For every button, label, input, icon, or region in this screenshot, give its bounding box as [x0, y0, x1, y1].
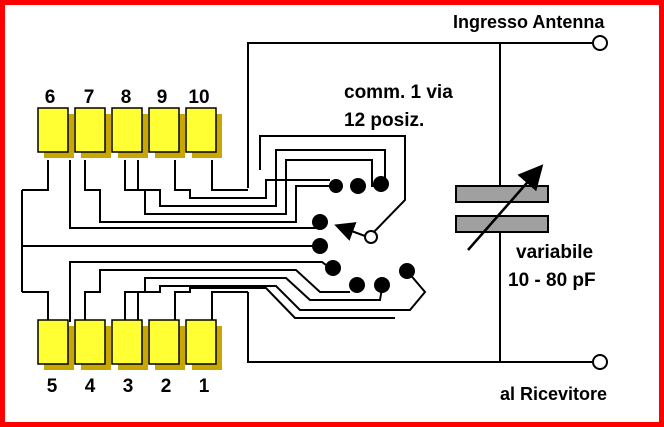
rotary-switch — [312, 176, 415, 293]
capacitor-7 — [74, 107, 111, 158]
switch-contact — [373, 176, 389, 192]
antenna-terminal — [592, 35, 608, 51]
capacitor-9 — [148, 107, 185, 158]
capacitor-6 — [37, 107, 74, 158]
antenna-input-label: Ingresso Antenna — [453, 12, 605, 32]
cap-number-label: 7 — [84, 87, 95, 108]
switch-contact — [312, 214, 328, 230]
top-capacitor-bank — [37, 107, 222, 158]
capacitor-label-line2: 10 - 80 pF — [508, 270, 596, 291]
switch-label-line2: 12 posiz. — [344, 110, 424, 131]
switch-contact — [374, 277, 390, 293]
cap-number-label: 4 — [85, 376, 96, 397]
capacitor-10 — [185, 107, 222, 158]
switch-contact — [350, 178, 366, 194]
capacitor-label-line1: variabile — [516, 242, 593, 263]
cap-number-label: 8 — [121, 87, 132, 108]
variable-capacitor — [455, 164, 549, 251]
switch-contact — [329, 179, 343, 193]
capacitor-3 — [111, 319, 148, 370]
capacitor-1 — [185, 319, 222, 370]
receiver-output-label: al Ricevitore — [500, 384, 607, 404]
switch-rotor-arrow — [334, 222, 366, 241]
switch-contact — [325, 260, 341, 276]
bottom-capacitor-bank — [37, 319, 222, 370]
cap-number-label: 6 — [45, 87, 56, 108]
switch-rotor-pivot — [364, 230, 378, 244]
top-bank-wires — [69, 149, 386, 229]
cap-number-label: 10 — [188, 87, 209, 108]
capacitor-2 — [148, 319, 185, 370]
switch-contact — [312, 238, 328, 254]
cap-number-label: 9 — [157, 87, 168, 108]
capacitor-8 — [111, 107, 148, 158]
switch-contact — [399, 263, 415, 279]
switch-label-line1: comm. 1 via — [344, 82, 453, 103]
cap-number-label: 3 — [123, 376, 134, 397]
cap-number-label: 2 — [161, 376, 172, 397]
cap-number-label: 5 — [47, 376, 58, 397]
capacitor-4 — [74, 319, 111, 370]
receiver-terminal — [592, 354, 608, 370]
capacitor-5 — [37, 319, 74, 370]
cap-number-label: 1 — [199, 376, 210, 397]
main-wires — [21, 42, 592, 363]
switch-contact — [349, 277, 365, 293]
